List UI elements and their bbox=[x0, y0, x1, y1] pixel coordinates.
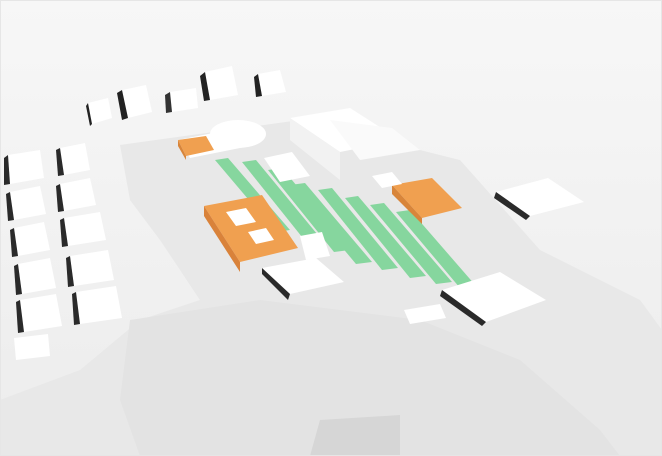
road-patch bbox=[310, 415, 400, 456]
